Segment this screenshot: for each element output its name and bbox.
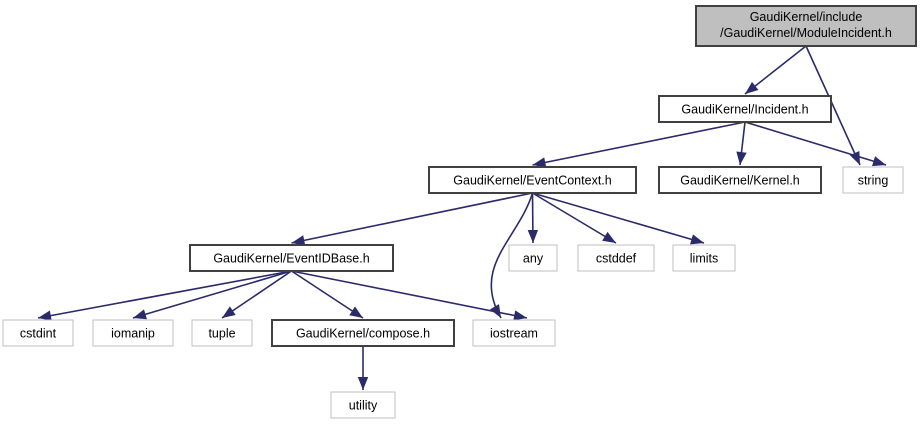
node-box-limits[interactable] [672,244,736,272]
node-box-tuple[interactable] [191,319,253,347]
arrowhead-eventidbase-to-iomanip [133,309,147,320]
node-box-cstdint[interactable] [2,319,74,347]
edge-incident-to-eventcontext [532,121,746,166]
node-label-cstddef: cstddef [596,251,637,265]
node-limits[interactable]: limits [672,244,736,272]
node-eventidbase[interactable]: GaudiKernel/EventIDBase.h [189,244,394,272]
node-label-iomanip: iomanip [111,326,155,340]
node-kernel[interactable]: GaudiKernel/Kernel.h [658,166,822,194]
node-eventcontext[interactable]: GaudiKernel/EventContext.h [428,166,637,194]
node-box-eventidbase[interactable] [189,244,394,272]
arrowhead-compose-to-utility [357,377,369,390]
arrowhead-eventcontext-to-any [527,229,539,243]
arrowhead-moduleincident-to-incident [745,81,759,94]
node-box-kernel[interactable] [658,166,822,194]
node-incident[interactable]: GaudiKernel/Incident.h [658,95,832,123]
node-label-cstdint: cstdint [20,326,57,340]
node-label-limits: limits [690,251,718,265]
edge-eventidbase-to-tuple [221,270,292,319]
node-label-utility: utility [349,398,378,412]
edge-eventidbase-to-iostream [291,270,528,319]
arrowhead-incident-to-string [872,156,886,167]
node-iostream[interactable]: iostream [472,319,556,347]
node-label-iostream: iostream [490,326,538,340]
edge-eventcontext-to-iostream [490,192,534,319]
edge-eventidbase-to-iomanip [132,270,292,319]
edge-eventidbase-to-cstdint [37,270,292,319]
node-box-cstddef[interactable] [577,244,655,272]
node-box-any[interactable] [508,244,558,272]
arrowhead-eventidbase-to-compose [349,306,363,318]
node-cstddef[interactable]: cstddef [577,244,655,272]
node-layer: GaudiKernel/include/GaudiKernel/ModuleIn… [2,5,917,419]
arrowhead-eventcontext-to-cstddef [602,231,616,243]
arrowhead-eventcontext-to-eventidbase [291,235,306,246]
node-iomanip[interactable]: iomanip [92,319,174,347]
arrowhead-moduleincident-to-string [849,151,860,165]
node-compose[interactable]: GaudiKernel/compose.h [271,319,455,347]
node-tuple[interactable]: tuple [191,319,253,347]
arrowhead-eventcontext-to-limits [690,234,704,245]
edge-layer [37,45,887,390]
arrowhead-eventidbase-to-cstdint [38,310,52,321]
node-label-eventcontext: GaudiKernel/EventContext.h [453,173,611,187]
edge-moduleincident-to-string [805,45,861,166]
edge-eventcontext-to-limits [532,192,705,244]
node-string[interactable]: string [842,166,904,194]
node-any[interactable]: any [508,244,558,272]
edge-incident-to-string [744,121,887,166]
edge-eventcontext-to-cstddef [532,192,617,244]
arrowhead-incident-to-kernel [736,151,747,165]
node-label-any: any [523,251,544,265]
node-moduleincident[interactable]: GaudiKernel/include/GaudiKernel/ModuleIn… [695,5,917,47]
arrowhead-incident-to-eventcontext [532,157,547,168]
node-box-eventcontext[interactable] [428,166,637,194]
edge-eventcontext-to-eventidbase [291,192,533,244]
arrowhead-eventidbase-to-tuple [222,306,236,318]
node-label-compose: GaudiKernel/compose.h [296,326,430,340]
node-cstdint[interactable]: cstdint [2,319,74,347]
node-box-iostream[interactable] [472,319,556,347]
node-box-utility[interactable] [330,391,396,419]
node-label-string: string [858,173,889,187]
node-box-compose[interactable] [271,319,455,347]
node-box-incident[interactable] [658,95,832,123]
node-utility[interactable]: utility [330,391,396,419]
arrowhead-eventidbase-to-iostream [513,310,527,321]
node-box-string[interactable] [842,166,904,194]
edge-eventidbase-to-compose [291,270,364,319]
node-label-kernel: GaudiKernel/Kernel.h [680,173,800,187]
node-label-incident: GaudiKernel/Incident.h [681,102,808,116]
node-label-eventidbase: GaudiKernel/EventIDBase.h [213,251,369,265]
node-box-iomanip[interactable] [92,319,174,347]
node-box-moduleincident[interactable] [695,5,917,47]
node-label-moduleincident: GaudiKernel/include/GaudiKernel/ModuleIn… [720,10,892,40]
node-label-tuple: tuple [208,326,235,340]
